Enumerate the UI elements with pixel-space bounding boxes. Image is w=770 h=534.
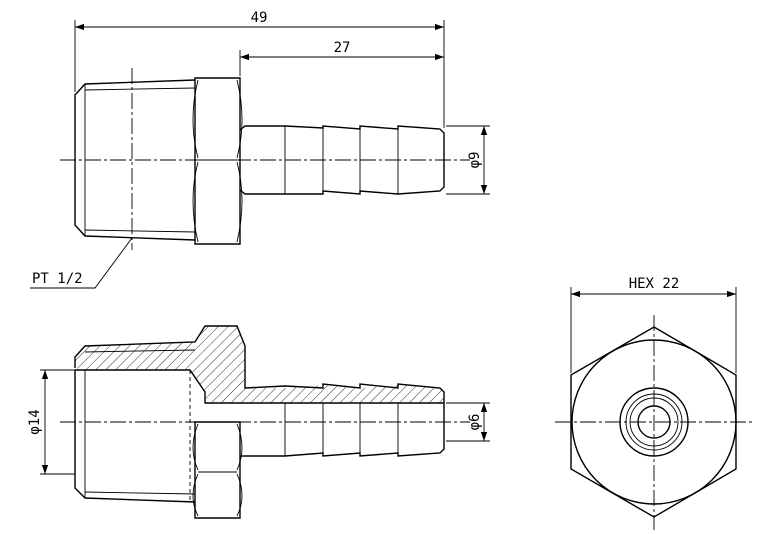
hex-outline <box>570 326 737 518</box>
barb-mid-circle <box>625 393 683 451</box>
section-thread-root <box>84 349 196 353</box>
end-view: HEX 22 <box>555 276 752 530</box>
dim-hex-size: HEX 22 <box>629 276 680 292</box>
dim-barb-length: 27 <box>334 40 351 56</box>
top-view: 49 27 φ9 PT 1/2 <box>30 10 490 289</box>
section-view: φ14 φ6 <box>27 325 490 519</box>
dim-thread-diameter: φ14 <box>27 409 43 434</box>
section-lower-thread <box>74 370 196 503</box>
section-upper-outline <box>74 325 445 403</box>
dim-overall-length: 49 <box>251 10 268 26</box>
dim-barb-outer-diameter: φ9 <box>467 152 483 169</box>
section-hatch-area <box>75 326 444 403</box>
section-lower-hex-arcs <box>192 423 243 517</box>
hex-inscribed-circle <box>571 339 737 505</box>
barb-inner-circle <box>629 397 679 447</box>
thread-root-line-bottom <box>84 229 196 233</box>
hex-nut-face-arcs <box>192 79 243 243</box>
section-lower-hex <box>194 421 241 519</box>
barb-outer-circle <box>619 387 689 457</box>
thread-body-outline <box>74 79 196 241</box>
bore-circle <box>637 405 671 439</box>
thread-callout-label: PT 1/2 <box>32 271 83 287</box>
dim-bore-diameter: φ6 <box>467 414 483 431</box>
hex-nut-side <box>194 77 241 245</box>
thread-leader-line <box>30 237 133 289</box>
thread-root-line-top <box>84 87 196 91</box>
section-lower-thread-root <box>84 491 196 495</box>
section-lower-barb <box>240 403 445 457</box>
